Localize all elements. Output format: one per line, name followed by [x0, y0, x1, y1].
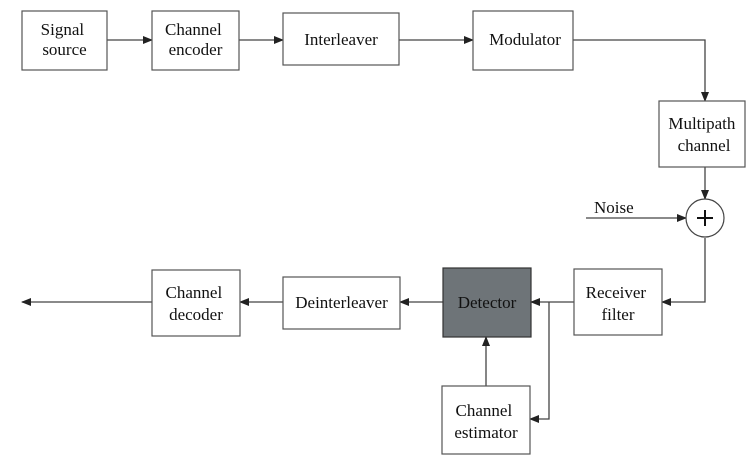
channel-decoder-block: Channel decoder: [151, 269, 241, 337]
receiver-filter-block: Receiver filter: [573, 268, 663, 336]
wire-sum-to-receiver-filter: [661, 238, 706, 306]
deinterleaver-block: Deinterleaver: [282, 276, 401, 330]
noise-label: Noise: [594, 198, 634, 217]
detector-block: Detector: [442, 267, 532, 338]
wire-receiver-filter-to-estimator: [529, 302, 550, 423]
modulator-block: Modulator: [472, 10, 574, 71]
summing-junction: [685, 198, 725, 238]
detector-label: Detector: [458, 293, 517, 312]
channel-estimator-block: Channel estimator: [441, 385, 531, 455]
channel-encoder-label: Channel encoder: [165, 20, 226, 59]
signal-source-block: Signal source: [21, 10, 108, 71]
channel-encoder-block: Channel encoder: [151, 10, 240, 71]
modulator-label: Modulator: [489, 30, 561, 49]
connectors: [21, 36, 709, 423]
multipath-channel-block: Multipath channel: [658, 100, 746, 168]
interleaver-label: Interleaver: [304, 30, 378, 49]
signal-source-label: Signal source: [41, 20, 89, 59]
interleaver-block: Interleaver: [282, 12, 400, 66]
deinterleaver-label: Deinterleaver: [295, 293, 388, 312]
receiver-filter-label: Receiver filter: [586, 283, 651, 324]
wire-modulator-to-multipath: [573, 39, 709, 102]
channel-decoder-label: Channel decoder: [166, 283, 227, 324]
channel-estimator-label: Channel estimator: [454, 401, 518, 442]
multipath-channel-label: Multipath channel: [668, 114, 739, 155]
